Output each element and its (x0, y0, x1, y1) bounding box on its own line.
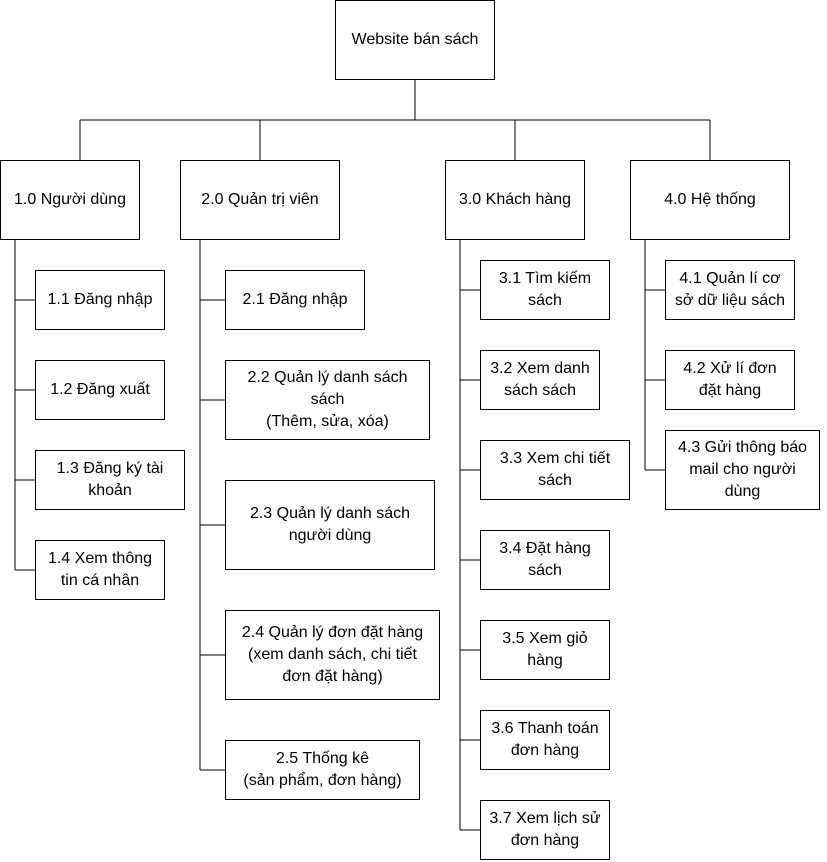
node-label: 4.2 Xử lí đơn đặt hàng (683, 360, 777, 399)
node-label: 3.7 Xem lịch sử đơn hàng (489, 810, 601, 849)
node-2-2: 2.2 Quản lý danh sách sách (Thêm, sửa, x… (225, 360, 430, 440)
node-label: 3.6 Thanh toán đơn hàng (491, 720, 599, 759)
node-label: 4.3 Gửi thông báo mail cho người dùng (677, 439, 808, 500)
group-label: 2.0 Quản trị viên (201, 191, 319, 208)
node-label: 1.2 Đăng xuất (50, 381, 150, 398)
node-label: 2.4 Quản lý đơn đặt hàng (xem danh sách,… (241, 624, 424, 685)
group-quan-tri-vien: 2.0 Quản trị viên (180, 160, 340, 240)
node-label: 1.1 Đăng nhập (47, 291, 153, 308)
root-node-label: Website bán sách (351, 31, 479, 48)
node-3-6: 3.6 Thanh toán đơn hàng (480, 710, 610, 770)
node-label: 2.5 Thống kê (sản phẩm, đơn hàng) (243, 750, 402, 789)
node-3-5: 3.5 Xem giỏ hàng (480, 620, 610, 680)
node-1-3: 1.3 Đăng ký tài khoản (35, 450, 185, 510)
node-label: 1.4 Xem thông tin cá nhân (47, 550, 153, 589)
node-2-3: 2.3 Quản lý danh sách người dùng (225, 480, 435, 570)
node-3-7: 3.7 Xem lịch sử đơn hàng (480, 800, 610, 860)
node-3-3: 3.3 Xem chi tiết sách (480, 440, 630, 500)
group-khach-hang: 3.0 Khách hàng (445, 160, 585, 240)
node-1-4: 1.4 Xem thông tin cá nhân (35, 540, 165, 600)
node-4-3: 4.3 Gửi thông báo mail cho người dùng (665, 430, 820, 510)
node-3-4: 3.4 Đặt hàng sách (480, 530, 610, 590)
node-2-5: 2.5 Thống kê (sản phẩm, đơn hàng) (225, 740, 420, 800)
node-label: 3.4 Đặt hàng sách (499, 540, 591, 579)
node-label: 3.5 Xem giỏ hàng (502, 630, 588, 669)
root-node: Website bán sách (335, 0, 495, 80)
node-label: 3.1 Tìm kiếm sách (498, 270, 592, 309)
node-4-1: 4.1 Quản lí cơ sở dữ liệu sách (665, 260, 795, 320)
node-label: 3.3 Xem chi tiết sách (499, 450, 611, 489)
group-he-thong: 4.0 Hệ thống (630, 160, 790, 240)
group-label: 4.0 Hệ thống (664, 191, 756, 208)
node-label: 4.1 Quản lí cơ sở dữ liệu sách (674, 270, 786, 309)
group-label: 1.0 Người dùng (14, 191, 126, 208)
node-1-2: 1.2 Đăng xuất (35, 360, 165, 420)
node-label: 2.2 Quản lý danh sách sách (Thêm, sửa, x… (247, 369, 408, 430)
node-2-1: 2.1 Đăng nhập (225, 270, 365, 330)
node-4-2: 4.2 Xử lí đơn đặt hàng (665, 350, 795, 410)
group-label: 3.0 Khách hàng (458, 191, 572, 208)
group-nguoi-dung: 1.0 Người dùng (0, 160, 140, 240)
node-3-1: 3.1 Tìm kiếm sách (480, 260, 610, 320)
node-label: 2.1 Đăng nhập (242, 291, 348, 308)
node-label: 2.3 Quản lý danh sách người dùng (249, 505, 411, 544)
node-1-1: 1.1 Đăng nhập (35, 270, 165, 330)
node-2-4: 2.4 Quản lý đơn đặt hàng (xem danh sách,… (225, 610, 440, 700)
node-3-2: 3.2 Xem danh sách sách (480, 350, 600, 410)
node-label: 1.3 Đăng ký tài khoản (56, 460, 164, 499)
node-label: 3.2 Xem danh sách sách (490, 360, 590, 399)
